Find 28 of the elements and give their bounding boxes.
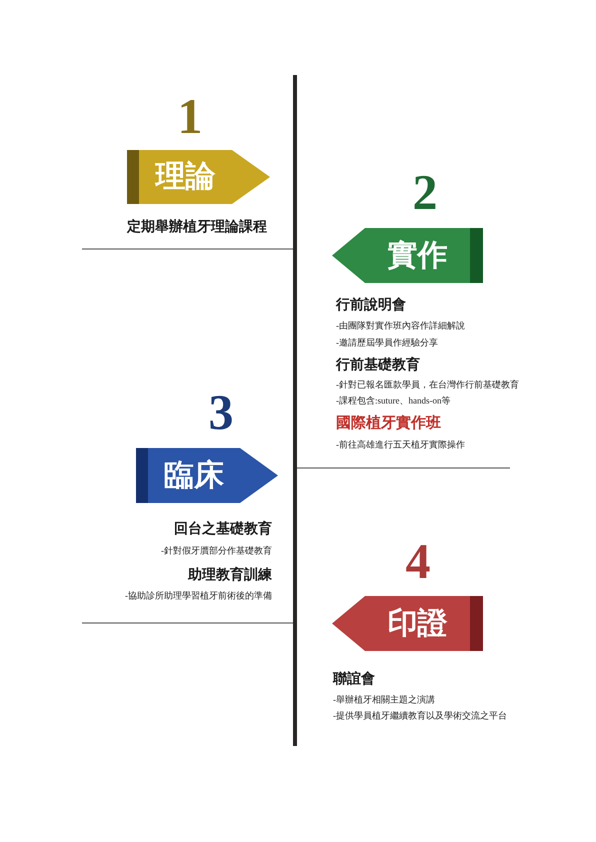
section-heading: 助理教育訓練 [188, 569, 272, 583]
step-number: 3 [208, 387, 234, 437]
section-heading: 聯誼會 [333, 673, 375, 687]
bullet-text: -針對已報名匯款學員，在台灣作行前基礎教育 [336, 380, 519, 390]
bullet-text: -課程包含:suture、hands-on等 [336, 396, 450, 406]
bullet-text: -協助診所助理學習植牙前術後的準備 [125, 592, 272, 600]
arrow-banner [136, 448, 278, 503]
banner-title: 理論 [156, 162, 216, 192]
banner-title: 印證 [388, 608, 448, 638]
banner-title: 實作 [388, 240, 448, 270]
arrow-banner [127, 150, 270, 204]
section-heading: 回台之基礎教育 [174, 523, 272, 537]
description-text: 定期舉辦植牙理論課程 [127, 221, 267, 235]
step-number: 4 [406, 536, 430, 586]
bullet-text: -前往高雄進行五天植牙實際操作 [336, 440, 465, 450]
arrow-banner [332, 228, 483, 283]
bullet-text: -提供學員植牙繼續教育以及學術交流之平台 [333, 712, 507, 720]
section-heading: 行前說明會 [336, 299, 406, 313]
step-number: 1 [178, 91, 202, 141]
bullet-text: -針對假牙贋部分作基礎教育 [161, 546, 272, 556]
bullet-text: -由團隊對實作班內容作詳細解說 [336, 322, 465, 330]
bullet-text: -舉辦植牙相關主題之演講 [333, 696, 435, 704]
section-heading: 行前基礎教育 [336, 359, 420, 373]
banner-title: 臨床 [164, 460, 224, 490]
bullet-text: -邀請歷屆學員作經驗分享 [336, 338, 438, 348]
step-number: 2 [412, 167, 438, 217]
section-heading: 國際植牙實作班 [336, 416, 441, 432]
arrow-banner [332, 596, 483, 651]
